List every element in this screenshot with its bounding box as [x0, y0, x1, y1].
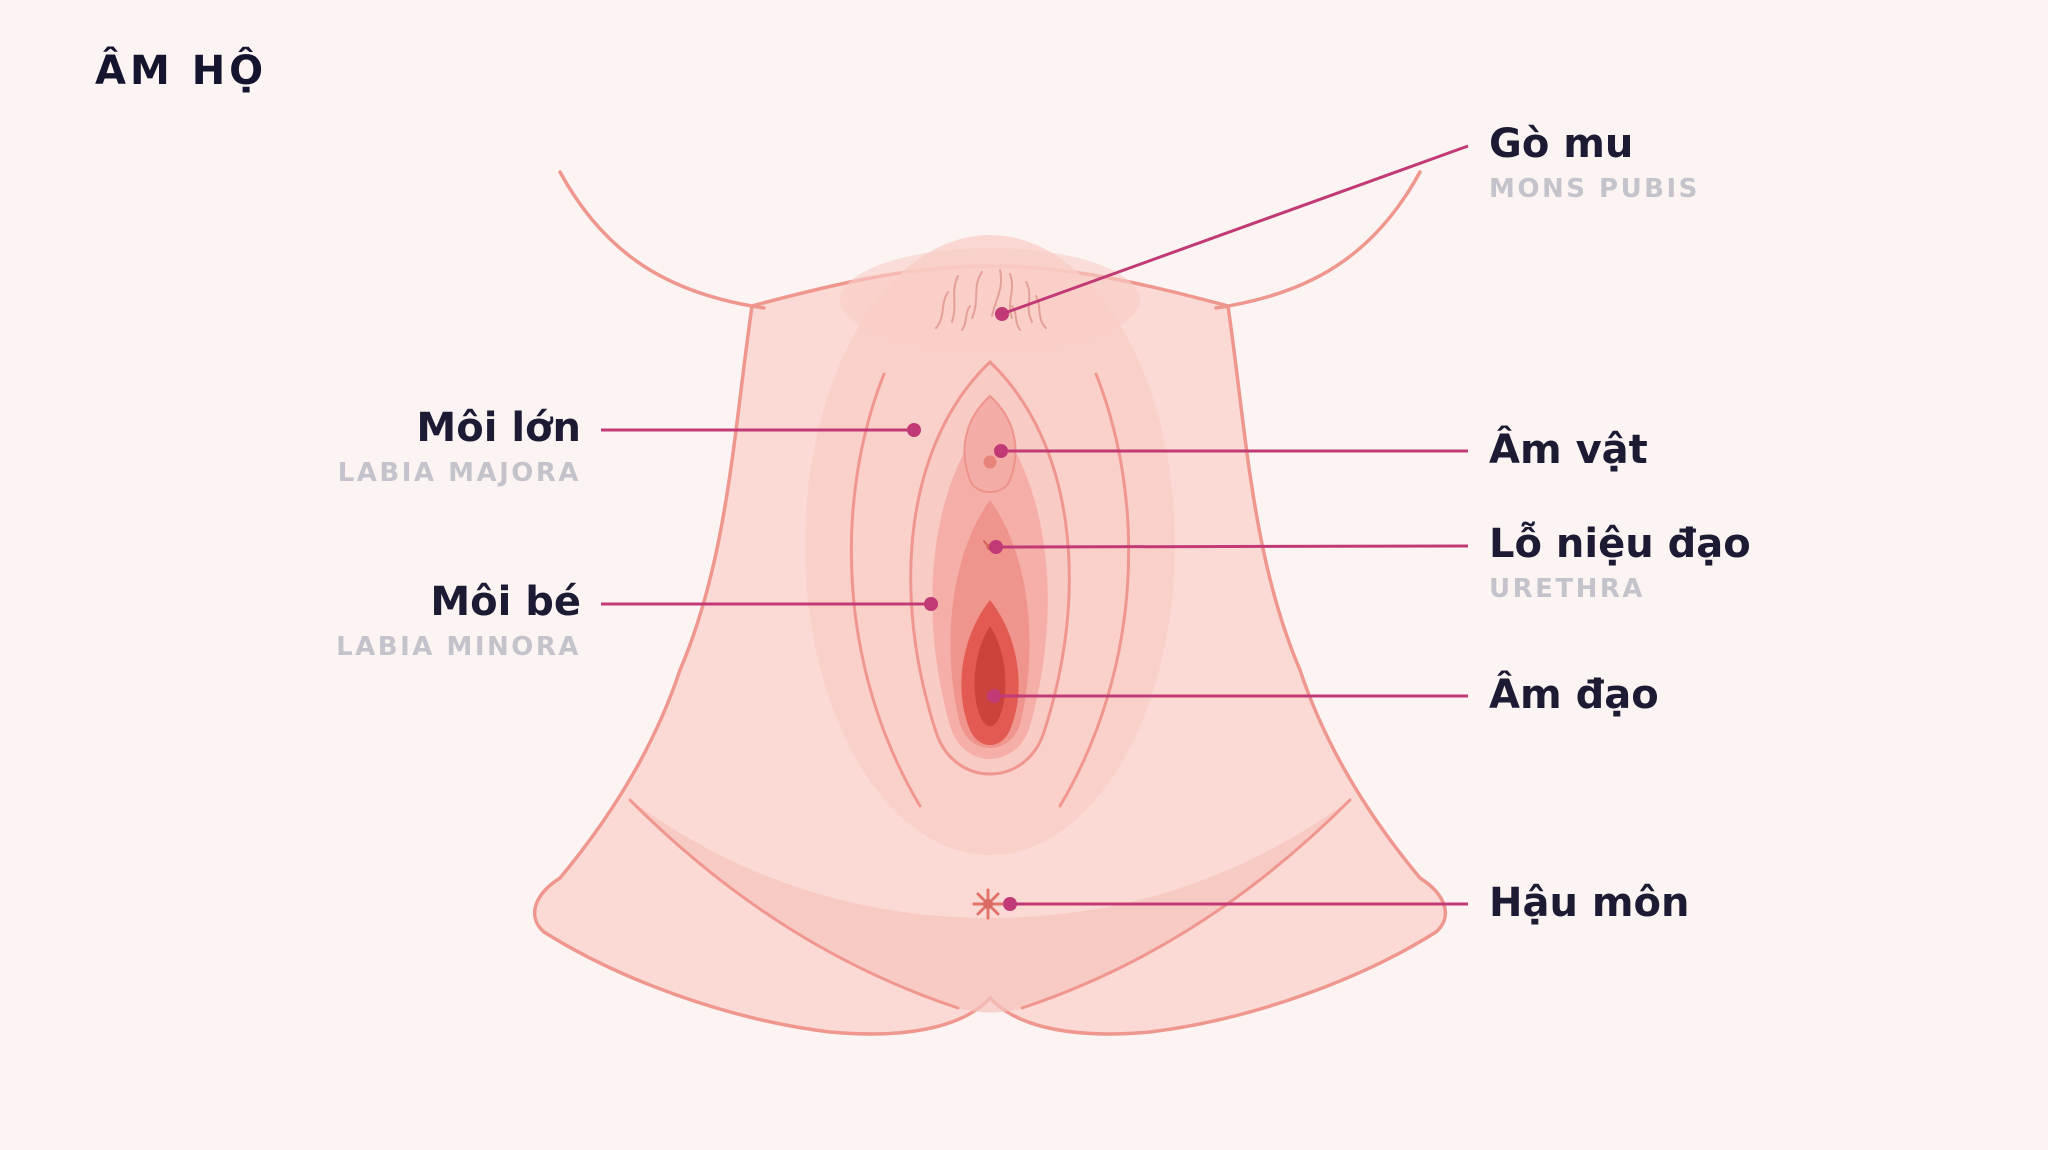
label-vagina-vi: Âm đạo: [1489, 672, 1659, 718]
label-mons-pubis-en: MONS PUBIS: [1489, 174, 1700, 204]
leader-dot-vagina: [987, 689, 1001, 703]
left-leg-crease: [628, 798, 960, 1010]
mons-shading: [840, 248, 1140, 352]
label-mons-pubis-vi: Gò mu: [1489, 121, 1634, 167]
label-anus: Hậu môn: [1489, 880, 1690, 926]
label-labia-minora-vi: Môi bé: [430, 579, 581, 625]
leader-lines: [601, 144, 1469, 906]
leader-dots: [907, 307, 1017, 911]
label-urethra-vi: Lỗ niệu đạo: [1489, 521, 1751, 567]
pubic-hair: [935, 269, 1047, 331]
right-hip-crease: [1214, 170, 1422, 310]
leader-line-mons-pubis: [1001, 144, 1469, 316]
labia-majora-right-crease: [1058, 372, 1131, 808]
leader-dot-urethra: [989, 540, 1003, 554]
left-hip-crease: [558, 170, 766, 310]
bottom-shading: [630, 800, 1350, 1013]
label-labia-majora-vi: Môi lớn: [416, 405, 581, 451]
label-urethra: Lỗ niệu đạo URETHRA: [1489, 521, 1751, 604]
leader-dot-labia-majora: [907, 423, 921, 437]
label-urethra-en: URETHRA: [1489, 574, 1646, 604]
label-clitoris-vi: Âm vật: [1489, 427, 1648, 473]
label-labia-majora: Môi lớn LABIA MAJORA: [338, 405, 581, 488]
leader-dot-mons-pubis: [995, 307, 1009, 321]
anus-center: [983, 899, 993, 909]
vulva-structures: [849, 359, 1131, 808]
leader-dot-anus: [1003, 897, 1017, 911]
label-labia-minora-en: LABIA MINORA: [336, 632, 581, 662]
clitoris-glans: [983, 455, 997, 469]
label-anus-vi: Hậu môn: [1489, 880, 1690, 926]
labia-majora-left-crease: [849, 372, 922, 808]
leader-dot-labia-minora: [924, 597, 938, 611]
label-vagina: Âm đạo: [1489, 672, 1659, 718]
label-clitoris: Âm vật: [1489, 427, 1648, 473]
label-labia-majora-en: LABIA MAJORA: [337, 458, 581, 488]
clitoral-hood: [963, 394, 1017, 493]
diagram-title: ÂM HỘ: [95, 48, 268, 94]
label-mons-pubis: Gò mu MONS PUBIS: [1489, 121, 1700, 204]
right-leg-crease: [1020, 798, 1352, 1010]
leader-line-urethra: [995, 544, 1469, 549]
label-labia-minora: Môi bé LABIA MINORA: [336, 579, 581, 662]
leader-dot-clitoris: [994, 444, 1008, 458]
